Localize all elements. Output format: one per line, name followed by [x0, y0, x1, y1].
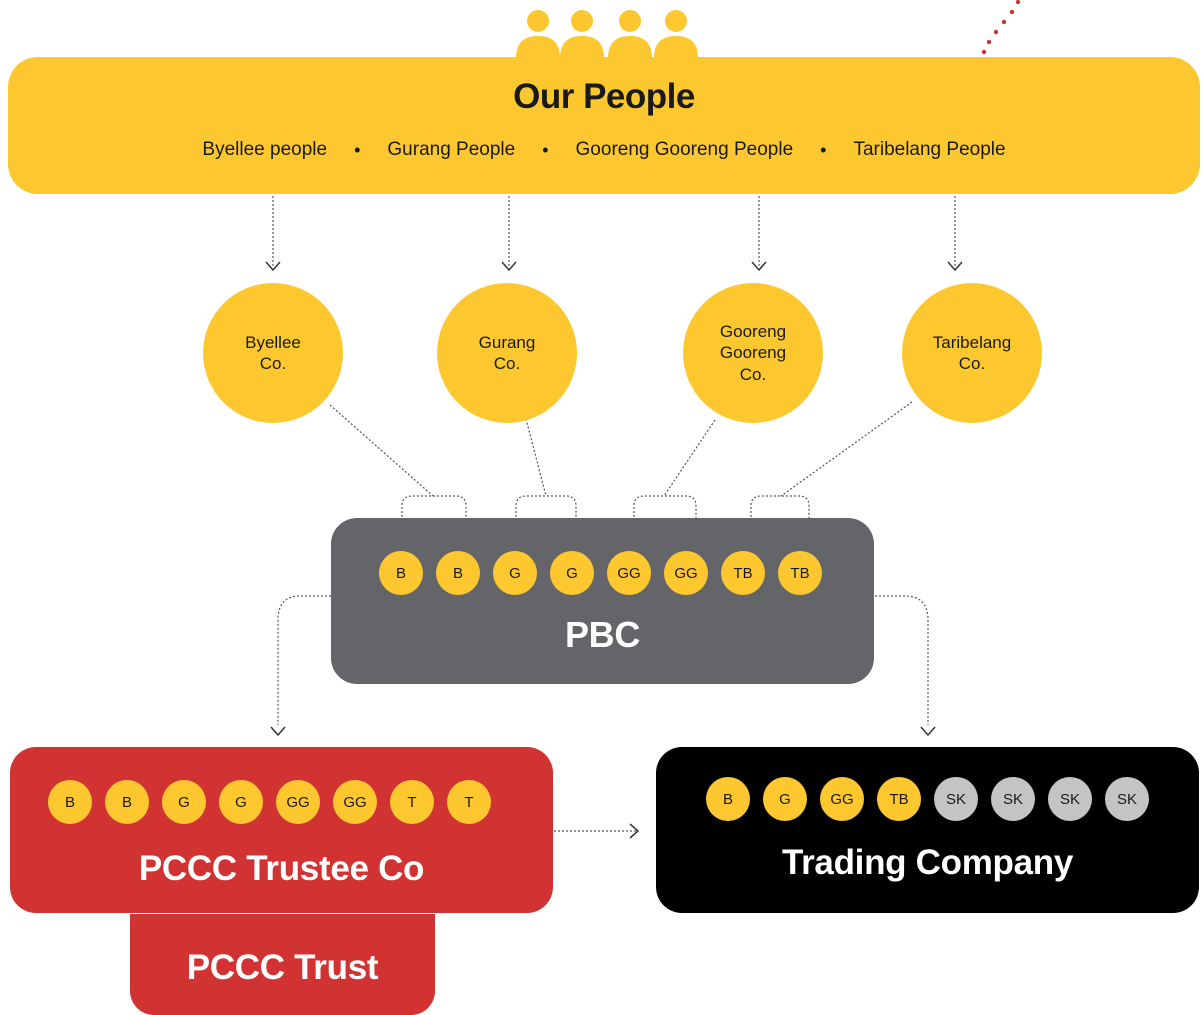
trading-company-box: B G GG TB SK SK SK SK Trading Company — [656, 747, 1199, 913]
share-badge-sk: SK — [1048, 777, 1092, 821]
taribelang-co-label: Taribelang Co. — [932, 332, 1012, 373]
bullet-separator: • — [820, 139, 827, 160]
bullet-separator: • — [542, 139, 549, 160]
gooreng-gooreng-co-node: Gooreng Gooreng Co. — [683, 283, 823, 423]
share-badge-sk: SK — [991, 777, 1035, 821]
our-people-band: Our People Byellee people • Gurang Peopl… — [8, 57, 1200, 194]
gurang-co-label: Gurang Co. — [478, 332, 536, 373]
share-badge: G — [763, 777, 807, 821]
share-badge: G — [162, 780, 206, 824]
group-taribelang: Taribelang People — [853, 139, 1006, 160]
group-gurang: Gurang People — [387, 139, 516, 160]
share-badge: B — [706, 777, 750, 821]
share-badge-sk: SK — [1105, 777, 1149, 821]
share-badge: TB — [721, 551, 765, 595]
pccc-trustee-co-box: B B G G GG GG T T PCCC Trustee Co — [10, 747, 553, 913]
trading-company-title: Trading Company — [781, 843, 1074, 882]
gurang-co-node: Gurang Co. — [437, 283, 577, 423]
our-people-title: Our People — [513, 77, 695, 116]
taribelang-co-node: Taribelang Co. — [902, 283, 1042, 423]
people-group-icon — [516, 10, 698, 58]
share-badge: G — [219, 780, 263, 824]
byellee-co-node: Byellee Co. — [203, 283, 343, 423]
share-badge: T — [390, 780, 434, 824]
group-gooreng-gooreng: Gooreng Gooreng People — [575, 139, 794, 160]
trading-shares: B G GG TB SK SK SK SK — [706, 777, 1162, 821]
share-badge: GG — [276, 780, 320, 824]
byellee-co-label: Byellee Co. — [245, 332, 301, 373]
share-badge: GG — [664, 551, 708, 595]
pbc-shares: B B G G GG GG TB TB — [379, 551, 835, 595]
share-badge: T — [447, 780, 491, 824]
pccc-trust-title: PCCC Trust — [186, 948, 379, 987]
pbc-box: B B G G GG GG TB TB PBC — [331, 518, 874, 684]
people-groups-list: Byellee people • Gurang People • Gooreng… — [8, 139, 1200, 161]
pccc-trustee-co-title: PCCC Trustee Co — [138, 849, 425, 888]
share-badge: G — [550, 551, 594, 595]
share-badge: G — [493, 551, 537, 595]
share-badge: GG — [607, 551, 651, 595]
share-badge: B — [379, 551, 423, 595]
trustee-shares: B B G G GG GG T T — [48, 780, 504, 824]
share-badge: B — [436, 551, 480, 595]
share-badge-sk: SK — [934, 777, 978, 821]
share-badge: B — [48, 780, 92, 824]
share-badge: TB — [778, 551, 822, 595]
group-byellee: Byellee people — [202, 139, 328, 160]
pccc-trust-box: PCCC Trust — [130, 914, 435, 1015]
share-badge: GG — [333, 780, 377, 824]
gooreng-gooreng-co-label: Gooreng Gooreng Co. — [719, 322, 787, 384]
bullet-separator: • — [354, 139, 361, 160]
pbc-title: PBC — [564, 614, 641, 655]
share-badge: GG — [820, 777, 864, 821]
share-badge: B — [105, 780, 149, 824]
share-badge: TB — [877, 777, 921, 821]
